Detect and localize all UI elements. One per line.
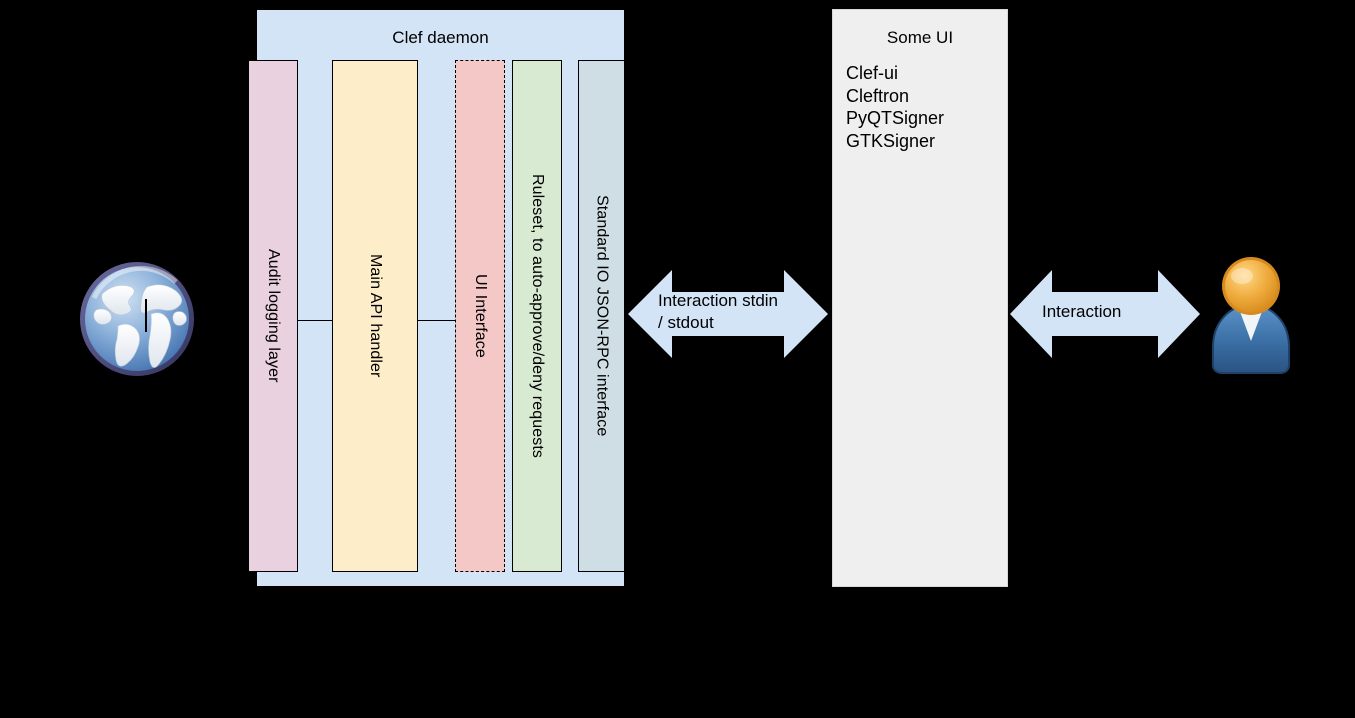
component-label: Main API handler [367, 254, 384, 378]
arrow-interaction: Interaction [1010, 268, 1200, 360]
component-main-api-handler[interactable]: Main API handler [332, 60, 418, 572]
user-icon [1212, 257, 1290, 374]
double-arrow-icon [628, 270, 828, 358]
arrow-stdin-stdout: Interaction stdin / stdout [628, 268, 828, 360]
double-arrow-icon [1010, 270, 1200, 358]
list-item: Cleftron [846, 85, 910, 106]
connector-main-api-to-ui-interface [417, 320, 456, 321]
component-label: Audit logging layer [265, 249, 282, 383]
some-ui-implementation-list: Clef-ui Cleftron PyQTSigner GTKSigner [846, 62, 944, 152]
component-standard-io-jsonrpc-interface[interactable]: Standard IO JSON-RPC interface [578, 60, 625, 572]
list-item: GTKSigner [846, 130, 936, 151]
component-label: Ruleset, to auto-approve/deny requests [529, 174, 546, 458]
globe-icon [80, 262, 194, 376]
list-item: PyQTSigner [846, 108, 945, 128]
some-ui-title: Some UI [886, 28, 954, 47]
component-ruleset[interactable]: Ruleset, to auto-approve/deny requests [512, 60, 562, 572]
connector-audit-to-main-api [297, 320, 333, 321]
component-audit-logging-layer[interactable]: Audit logging layer [248, 60, 298, 572]
component-label: UI Interface [472, 274, 489, 358]
clef-daemon-container: Clef daemon [256, 9, 625, 587]
some-ui-panel: Some UI Clef-ui Cleftron PyQTSigner GTKS… [832, 9, 1008, 587]
arrow-label: Interaction stdin / stdout [658, 291, 779, 332]
clef-daemon-title: Clef daemon [392, 28, 489, 47]
list-item: Clef-ui [846, 63, 899, 83]
component-ui-interface[interactable]: UI Interface [455, 60, 505, 572]
component-label: Standard IO JSON-RPC interface [593, 195, 611, 437]
arrow-label: Interaction [1042, 302, 1122, 321]
